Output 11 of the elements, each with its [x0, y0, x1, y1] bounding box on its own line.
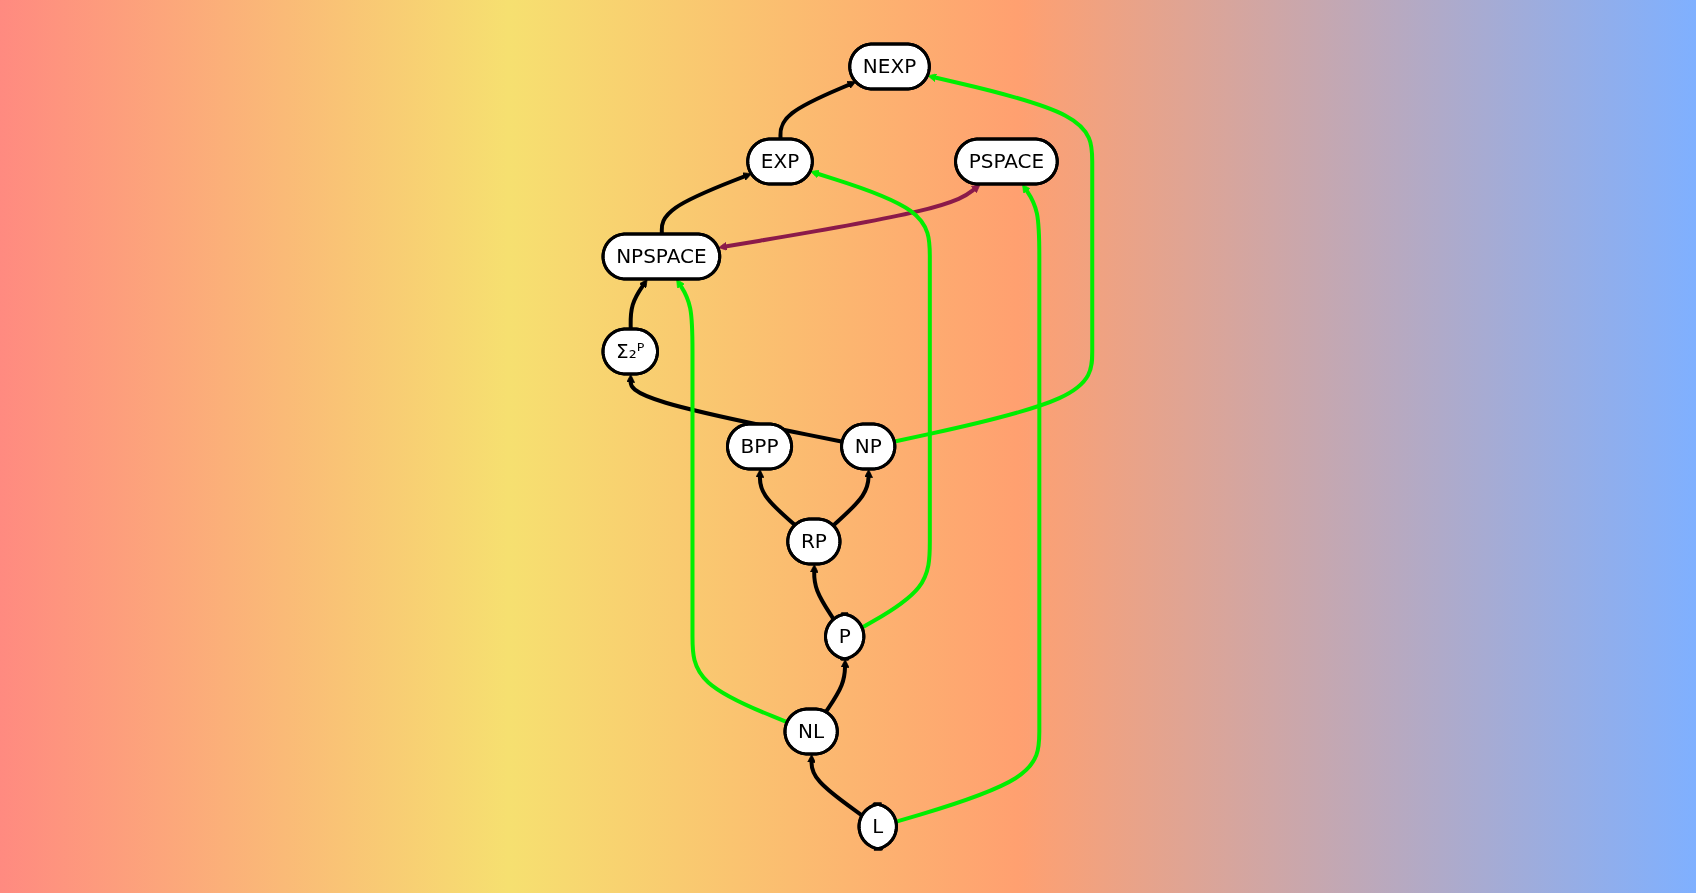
arrow	[755, 469, 798, 527]
arrow	[824, 659, 850, 714]
arrow	[778, 80, 857, 140]
arrow	[810, 169, 933, 630]
arrow	[676, 279, 789, 725]
arrow	[832, 469, 874, 527]
arrow	[718, 184, 981, 251]
arrow	[810, 564, 837, 621]
arrow	[894, 73, 1095, 444]
arrow	[896, 184, 1042, 824]
arrow	[660, 172, 753, 235]
